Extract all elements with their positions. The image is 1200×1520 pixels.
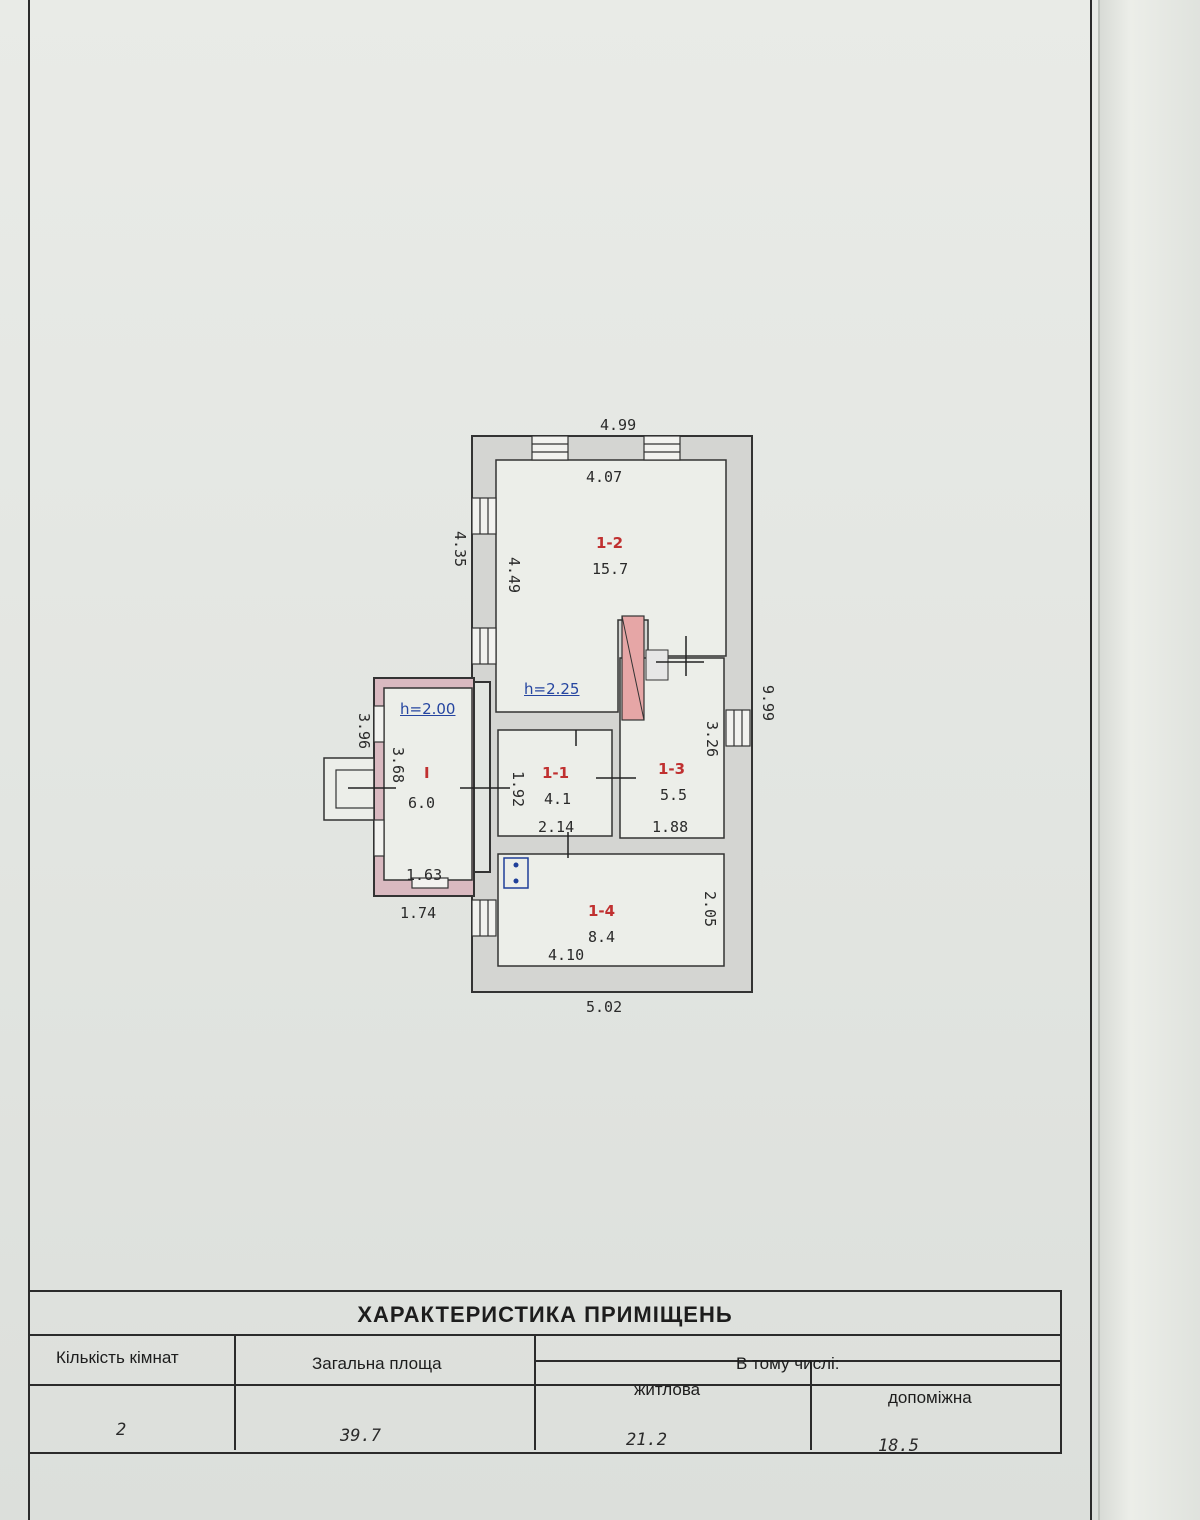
header-auxiliary: допоміжна — [888, 1388, 972, 1407]
header-including: В тому числі: — [736, 1354, 840, 1373]
value-total-area: 39.7 — [340, 1426, 381, 1446]
room-number-1-1: 1-1 — [542, 764, 570, 782]
table-title: ХАРАКТЕРИСТИКА ПРИМІЩЕНЬ — [357, 1302, 733, 1327]
table-line-values — [30, 1384, 1060, 1386]
dim-porch-outer-left: 3.96 — [355, 712, 374, 750]
room-area-1-3: 5.5 — [660, 786, 688, 804]
dim-room13-width: 1.88 — [652, 818, 689, 836]
table-col3 — [810, 1360, 812, 1450]
table-col2 — [534, 1334, 536, 1450]
dim-bottom-outer: 5.02 — [586, 998, 623, 1016]
stove-top — [645, 649, 669, 681]
header-rooms-count: Кількість кімнат — [56, 1348, 179, 1367]
dim-right-outer: 9.99 — [759, 684, 778, 722]
dim-room13-height: 3.26 — [703, 720, 722, 758]
table-col1 — [234, 1334, 236, 1450]
frame-line-left — [28, 0, 30, 1520]
floor-plan: 4.99 4.07 4.35 4.49 9.99 3.26 3.96 3.68 … — [300, 400, 820, 1040]
dim-porch-inner-left: 3.68 — [389, 746, 408, 784]
floor-plan-drawing — [323, 435, 753, 993]
room-number-1-4: 1-4 — [588, 902, 616, 920]
room-area-1-4: 8.4 — [588, 928, 616, 946]
height-porch: h=2.00 — [400, 700, 456, 718]
entrance-steps — [323, 757, 375, 821]
room-number-1-2: 1-2 — [596, 534, 624, 552]
dim-room14-height: 2.05 — [701, 890, 720, 928]
room-1-1-floor — [497, 729, 613, 837]
value-auxiliary: 18.5 — [878, 1436, 919, 1456]
windows — [373, 435, 751, 937]
header-total-area: Загальна площа — [312, 1354, 442, 1373]
room-1-2-floor — [495, 459, 727, 713]
room-area-porch: 6.0 — [408, 794, 436, 812]
rooms-characteristics-table: ХАРАКТЕРИСТИКА ПРИМІЩЕНЬ Кількість кімна… — [30, 1290, 1062, 1456]
dim-room11-height: 1.92 — [509, 770, 528, 808]
table-line-title — [30, 1334, 1060, 1336]
dim-left-upper-inner: 4.49 — [505, 556, 524, 594]
room-area-1-1: 4.1 — [544, 790, 572, 808]
dim-room14-width: 4.10 — [548, 946, 585, 964]
room-number-porch: I — [424, 764, 430, 782]
porch-floor — [383, 687, 473, 881]
value-living: 21.2 — [626, 1430, 667, 1450]
dim-left-upper-outer: 4.35 — [451, 530, 470, 568]
dim-top-outer: 4.99 — [600, 416, 637, 434]
dim-top-inner: 4.07 — [586, 468, 623, 486]
room-number-1-3: 1-3 — [658, 760, 686, 778]
room-area-1-2: 15.7 — [592, 560, 629, 578]
table-line-sub — [536, 1360, 1060, 1362]
room-1-4-floor — [497, 853, 725, 967]
dim-porch-outer-bottom: 1.74 — [400, 904, 437, 922]
door-marks — [348, 636, 704, 858]
frame-line-right — [1090, 0, 1092, 1520]
height-main: h=2.25 — [524, 680, 580, 698]
sheet-edge — [1098, 0, 1200, 1520]
value-rooms-count: 2 — [116, 1420, 127, 1440]
dim-porch-inner-bottom: 1.63 — [406, 866, 443, 884]
header-living: житлова — [634, 1380, 701, 1399]
dim-room11-width: 2.14 — [538, 818, 575, 836]
